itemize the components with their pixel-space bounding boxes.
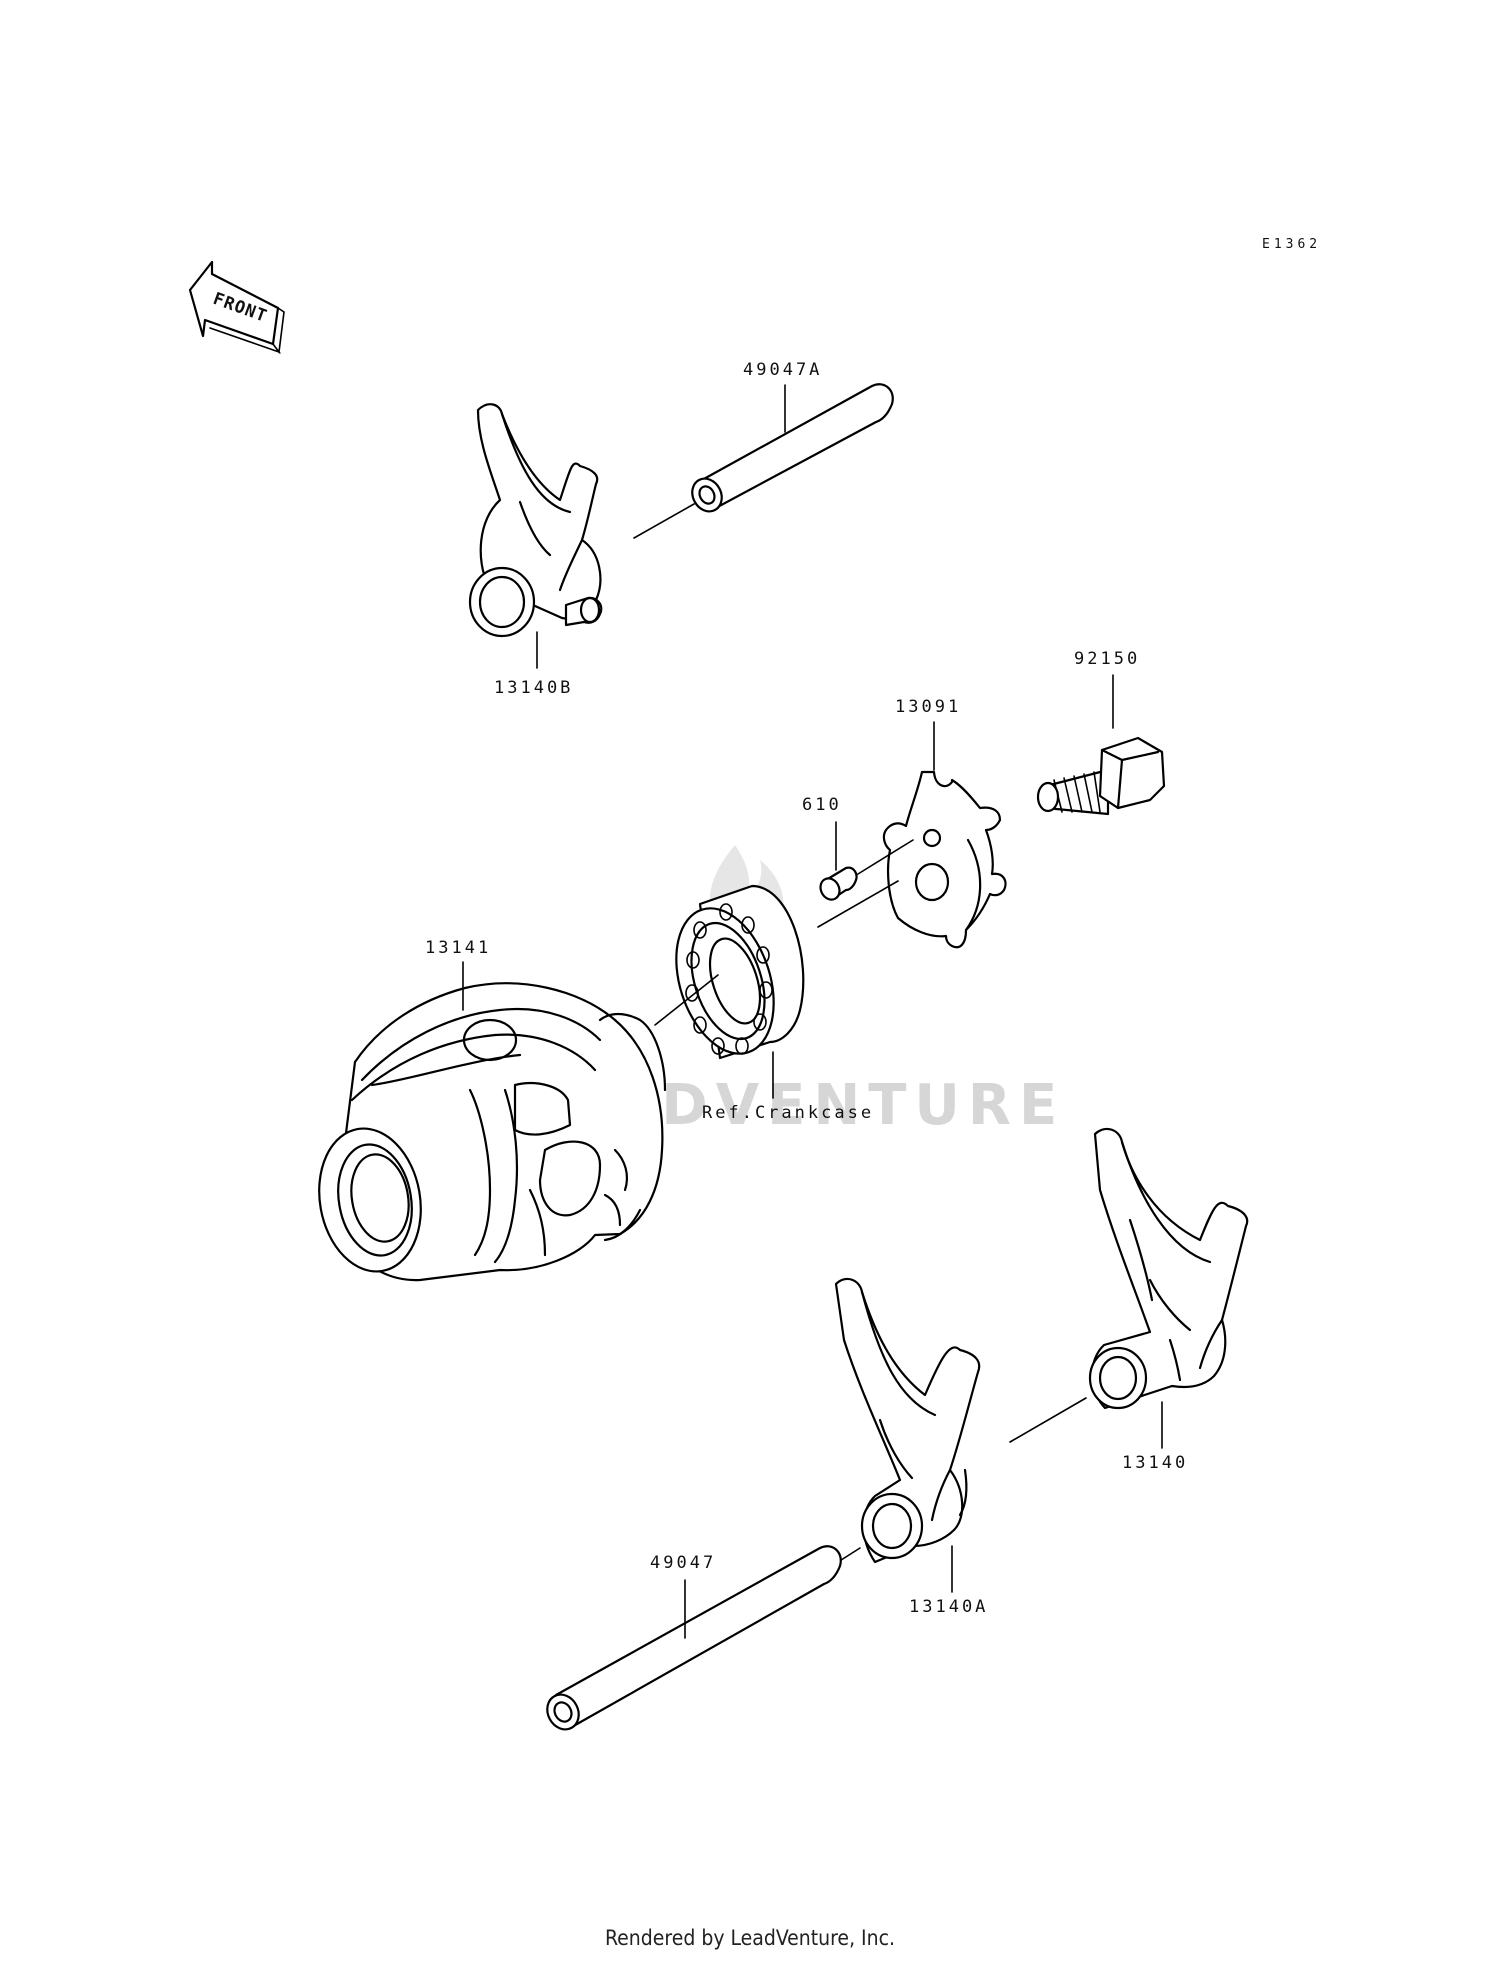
label-610: 610 [802, 795, 842, 815]
shift-fork-13140b [468, 403, 603, 638]
front-arrow-icon: FRONT [188, 260, 285, 355]
label-13141: 13141 [425, 938, 491, 958]
diagram-code: E1362 [1262, 237, 1321, 252]
label-13140: 13140 [1122, 1453, 1188, 1473]
label-13140a: 13140A [909, 1597, 988, 1617]
label-ref-crankcase: Ref.Crankcase [702, 1103, 874, 1123]
label-49047: 49047 [650, 1553, 716, 1573]
label-49047a: 49047A [743, 360, 822, 380]
label-13140b: 13140B [494, 678, 573, 698]
bearing-ref-crankcase [675, 884, 805, 1060]
dowel-pin-610 [819, 866, 858, 901]
shift-fork-13140a [834, 1277, 981, 1564]
footer-credit: Rendered by LeadVenture, Inc. [605, 1926, 895, 1950]
bolt-92150 [1036, 736, 1166, 816]
label-92150: 92150 [1074, 649, 1140, 669]
shift-fork-13140 [1088, 1127, 1249, 1410]
label-13091: 13091 [895, 697, 961, 717]
shift-drum-gear-13091 [882, 770, 1007, 949]
shift-shaft-49047a [691, 383, 894, 513]
shift-drum-13141 [318, 982, 667, 1282]
shift-shaft-49047 [546, 1545, 842, 1731]
